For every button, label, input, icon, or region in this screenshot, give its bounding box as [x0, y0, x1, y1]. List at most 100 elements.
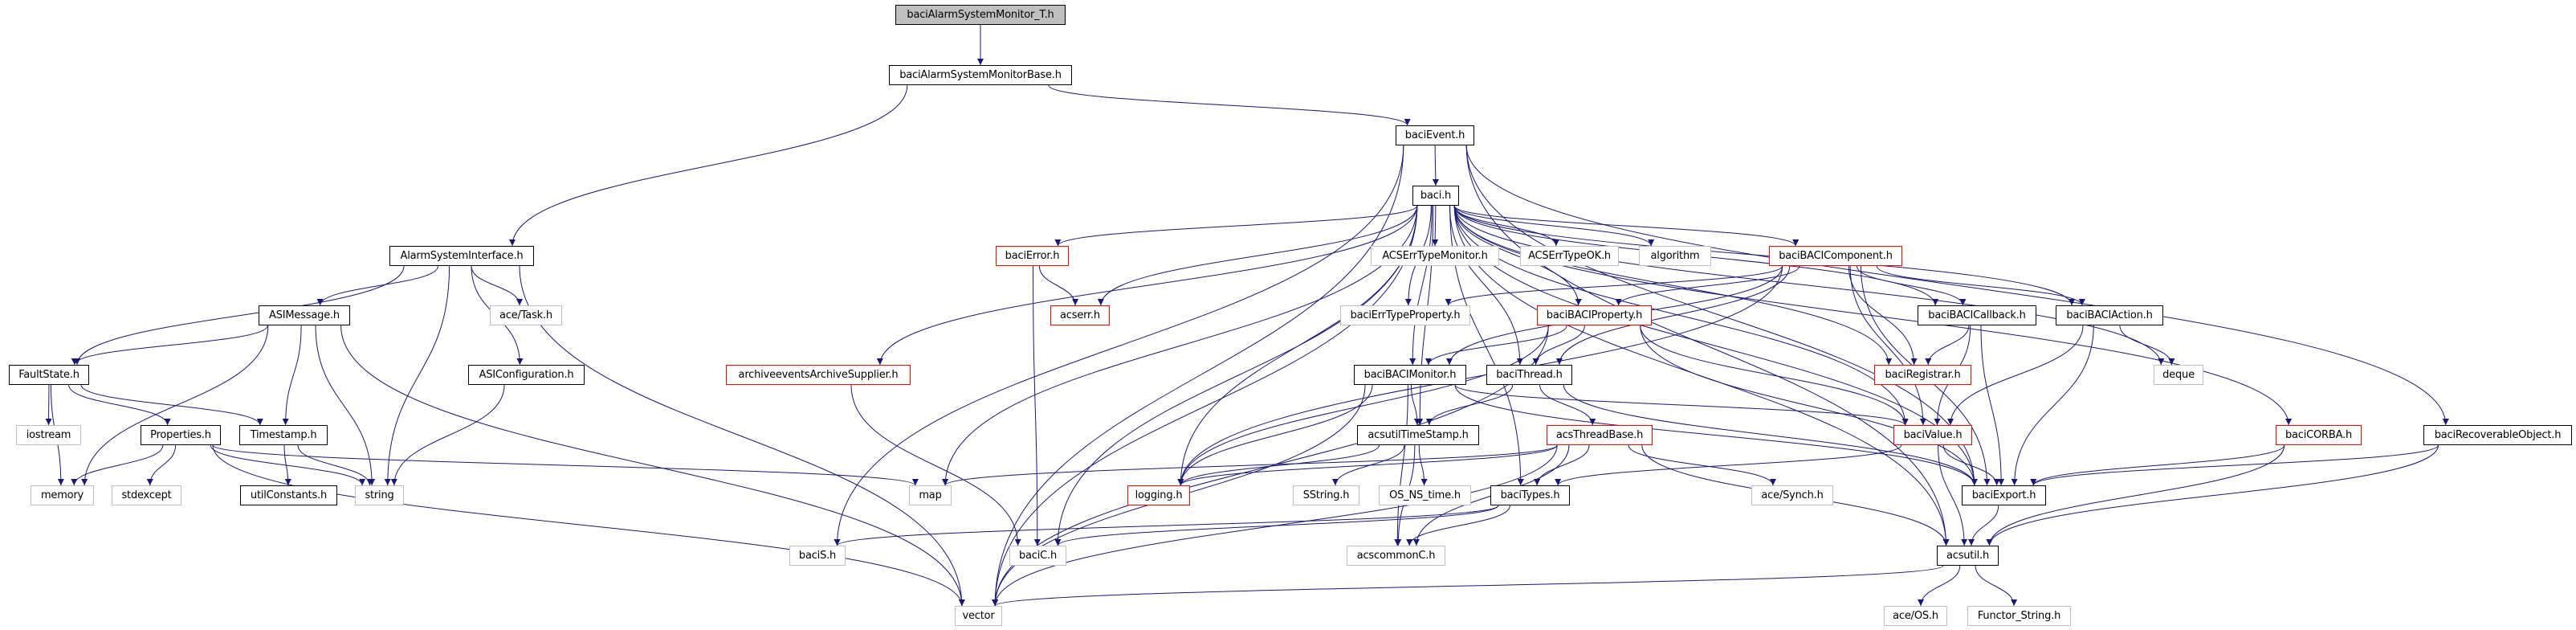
- graph-node-props[interactable]: Properties.h: [141, 425, 221, 445]
- edge-tstamp-to-utilconst: [283, 444, 291, 486]
- edge-acsutil-to-functor: [1975, 565, 2018, 607]
- graph-node-acsutil[interactable]: acsutil.h: [1937, 546, 1999, 566]
- graph-node-bacic[interactable]: baciC.h: [1009, 546, 1066, 566]
- graph-node-label: ACSErrTypeMonitor.h: [1382, 250, 1488, 262]
- graph-node-label: OS_NS_time.h: [1389, 489, 1461, 501]
- graph-node-asi[interactable]: AlarmSystemInterface.h: [389, 246, 534, 266]
- graph-node-label: baciCORBA.h: [2285, 429, 2353, 441]
- edge-bacicomp-to-bacithread: [1555, 265, 1791, 366]
- edge-asi-to-acetask: [471, 265, 523, 306]
- graph-node-vector[interactable]: vector: [955, 606, 1002, 626]
- graph-node-baciprop[interactable]: baciBACIProperty.h: [1537, 305, 1652, 325]
- edge-baciprop-to-bacimon: [1425, 325, 1567, 366]
- graph-node-label: iostream: [26, 429, 71, 441]
- graph-node-recov[interactable]: baciRecoverableObject.h: [2423, 425, 2572, 445]
- edge-asi-to-string: [384, 265, 450, 486]
- edge-bacicomp-to-bacicb: [1856, 265, 1967, 306]
- graph-node-baci[interactable]: baci.h: [1412, 186, 1459, 206]
- graph-node-tstamp[interactable]: Timestamp.h: [239, 425, 328, 445]
- graph-node-stdexcept[interactable]: stdexcept: [112, 485, 181, 505]
- graph-node-label: string: [365, 489, 394, 501]
- graph-node-bacicorba[interactable]: baciCORBA.h: [2276, 425, 2362, 445]
- graph-node-registrar[interactable]: baciRegistrar.h: [1874, 365, 1971, 385]
- graph-node-label: ACSErrTypeOK.h: [1528, 250, 1611, 262]
- graph-node-bacis[interactable]: baciS.h: [789, 546, 846, 566]
- graph-node-errprop[interactable]: baciErrTypeProperty.h: [1340, 305, 1470, 325]
- edge-event-to-baciexport: [1465, 145, 1978, 486]
- graph-node-bacivalue[interactable]: baciValue.h: [1893, 425, 1972, 445]
- graph-node-label: baciTypes.h: [1500, 489, 1560, 501]
- graph-node-baciexport[interactable]: baciExport.h: [1962, 485, 2046, 505]
- edge-acsthread-to-acesynch: [1628, 444, 1776, 486]
- edge-bacicomp-to-logging: [1177, 265, 1783, 486]
- graph-node-map[interactable]: map: [909, 485, 952, 505]
- graph-node-acsthread[interactable]: acsThreadBase.h: [1547, 425, 1653, 445]
- graph-node-label: acsutilTimeStamp.h: [1367, 429, 1469, 441]
- edge-baci-to-registrar: [1453, 205, 1893, 366]
- graph-node-label: ace/Task.h: [499, 309, 552, 321]
- edge-baci-to-bacithread: [1449, 205, 1523, 366]
- graph-node-label: FaultState.h: [18, 369, 79, 381]
- graph-node-label: memory: [40, 489, 84, 501]
- graph-node-archsup[interactable]: archiveeventsArchiveSupplier.h: [726, 365, 911, 385]
- graph-node-event[interactable]: baciEvent.h: [1396, 125, 1474, 145]
- edge-acsuts-to-osnstime: [1418, 444, 1428, 486]
- edge-bacimon-to-acsuts: [1411, 384, 1420, 426]
- graph-node-utilconst[interactable]: utilConstants.h: [240, 485, 337, 505]
- graph-node-base[interactable]: baciAlarmSystemMonitorBase.h: [889, 65, 1072, 85]
- graph-node-deque[interactable]: deque: [2154, 365, 2203, 385]
- edge-baci-to-errok: [1453, 205, 1559, 247]
- graph-node-bacicb[interactable]: baciBACICallback.h: [1918, 305, 2036, 325]
- graph-node-label: baciRecoverableObject.h: [2434, 429, 2562, 441]
- edge-bacivalue-to-baciexport: [1942, 444, 2000, 486]
- graph-node-bacicomp[interactable]: baciBACIComponent.h: [1769, 246, 1902, 266]
- graph-node-label: SString.h: [1302, 489, 1350, 501]
- edge-tstamp-to-string: [297, 444, 373, 486]
- graph-node-acesynch[interactable]: ace/Synch.h: [1751, 485, 1833, 505]
- graph-node-asimsg[interactable]: ASIMessage.h: [259, 305, 350, 325]
- graph-node-logging[interactable]: logging.h: [1127, 485, 1190, 505]
- graph-node-label: Properties.h: [150, 429, 211, 441]
- graph-node-asiconf[interactable]: ASIConfiguration.h: [468, 365, 585, 385]
- edge-baci-to-bacierror: [1054, 205, 1418, 247]
- graph-node-sstring[interactable]: SString.h: [1293, 485, 1359, 505]
- edge-baciaction-to-baciexport: [2011, 325, 2094, 486]
- graph-node-label: ASIMessage.h: [269, 309, 340, 321]
- graph-node-acscommonc[interactable]: acscommonC.h: [1347, 546, 1445, 566]
- edge-bacitypes-to-acscommonc: [1406, 505, 1510, 546]
- graph-node-osnstime[interactable]: OS_NS_time.h: [1379, 485, 1471, 505]
- edge-bacierror-to-bacic: [1033, 265, 1041, 546]
- graph-node-errok[interactable]: ACSErrTypeOK.h: [1520, 246, 1619, 266]
- graph-node-bacimon[interactable]: baciBACIMonitor.h: [1354, 365, 1466, 385]
- graph-node-bacitypes[interactable]: baciTypes.h: [1490, 485, 1570, 505]
- graph-node-label: algorithm: [1650, 250, 1700, 262]
- graph-node-algorithm[interactable]: algorithm: [1639, 246, 1711, 266]
- graph-node-string[interactable]: string: [355, 485, 404, 505]
- edge-asimsg-to-string: [315, 325, 376, 486]
- graph-node-label: AlarmSystemInterface.h: [400, 250, 524, 262]
- edge-baciprop-to-logging: [1177, 325, 1549, 486]
- graph-node-bacierror[interactable]: baciError.h: [996, 246, 1069, 266]
- edge-event-to-recov: [1465, 145, 2449, 426]
- edge-bacicb-to-baciexport: [1980, 325, 2005, 486]
- graph-node-label: Timestamp.h: [250, 429, 317, 441]
- graph-node-aceos[interactable]: ace/OS.h: [1884, 606, 1947, 626]
- graph-node-functor[interactable]: Functor_String.h: [1967, 606, 2071, 626]
- edge-baciprop-to-baciexport: [1640, 325, 1978, 486]
- edge-bacimon-to-baciexport: [1454, 384, 1978, 486]
- edge-bacicomp-to-baciaction: [1876, 265, 2085, 306]
- graph-node-baciaction[interactable]: baciBACIAction.h: [2056, 305, 2163, 325]
- graph-node-bacithread[interactable]: baciThread.h: [1486, 365, 1572, 385]
- edge-baciprop-to-bacithread: [1532, 325, 1585, 366]
- graph-node-fault[interactable]: FaultState.h: [9, 365, 89, 385]
- graph-node-label: baciAlarmSystemMonitor_T.h: [907, 9, 1054, 21]
- edge-baci-to-bacicomp: [1453, 205, 1800, 247]
- graph-node-acetask[interactable]: ace/Task.h: [490, 305, 562, 325]
- graph-node-acserr[interactable]: acserr.h: [1050, 305, 1110, 325]
- graph-node-memory[interactable]: memory: [31, 485, 94, 505]
- edge-recov-to-acsutil: [1986, 444, 2439, 546]
- graph-node-acsuts[interactable]: acsutilTimeStamp.h: [1357, 425, 1479, 445]
- graph-node-errmon[interactable]: ACSErrTypeMonitor.h: [1371, 246, 1499, 266]
- graph-node-label: baciValue.h: [1903, 429, 1963, 441]
- graph-node-iostream[interactable]: iostream: [16, 425, 81, 445]
